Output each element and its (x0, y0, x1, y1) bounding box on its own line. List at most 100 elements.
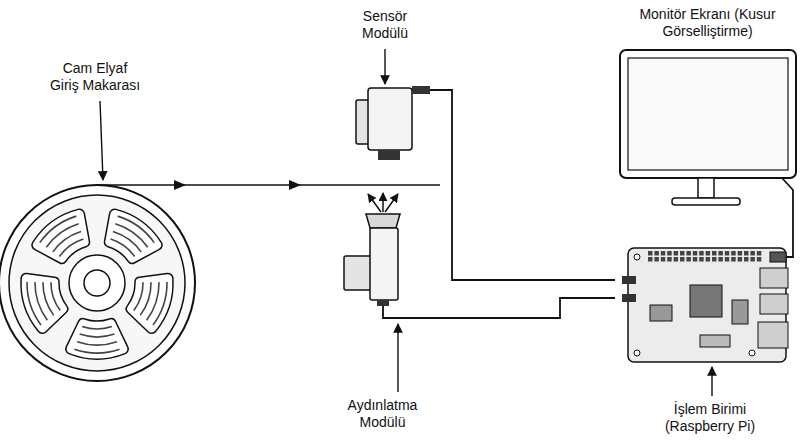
spool-window (21, 273, 68, 333)
monitor-cable (782, 178, 793, 216)
fiber-winding (27, 282, 41, 325)
spool-window (66, 319, 128, 359)
processing-unit: İşlem Birimi (Raspberry Pi) (615, 235, 805, 435)
leader-arrow (711, 367, 712, 396)
fiber-winding (140, 282, 151, 315)
fiber-winding (134, 282, 143, 310)
monitor-screen (628, 58, 788, 170)
fiber-direction (289, 180, 301, 190)
ethernet-port (758, 322, 788, 348)
monitor-frame (620, 50, 796, 178)
gpio-pin (699, 257, 704, 262)
gpio-pin (706, 257, 711, 262)
spool-window (32, 209, 89, 263)
gpio-pin (725, 251, 730, 256)
fiber-winding (74, 349, 119, 353)
gpio-pin (648, 257, 653, 262)
component-label: Sensör Modülü (354, 8, 416, 42)
camera-body (368, 88, 412, 150)
gpio-pin (654, 257, 659, 262)
gpio-pin (706, 251, 711, 256)
gpio-pin (667, 251, 672, 256)
led-light (344, 193, 430, 318)
gpio-pin (680, 251, 685, 256)
camera-lens (378, 150, 400, 160)
light-ray (382, 193, 384, 212)
gpio-pin (674, 251, 679, 256)
gpio-pin (718, 251, 723, 256)
pi-port (700, 335, 730, 347)
light-ray (368, 194, 381, 212)
fiber-winding (35, 282, 47, 320)
gpio-pin (731, 257, 736, 262)
gpio-pin (693, 257, 698, 262)
usb-port (760, 268, 788, 288)
hdmi-port (770, 252, 786, 262)
component-label: Cam Elyaf Giriş Makarası (49, 60, 142, 94)
gpio-header (648, 251, 761, 262)
raspberry-pi (622, 235, 793, 362)
component-label: Monitör Ekranı (Kusur Görselliştirme) (635, 6, 781, 40)
light-ray (385, 194, 398, 212)
hdmi-cable (786, 235, 793, 257)
gpio-pin (744, 257, 749, 262)
usb-port (760, 294, 788, 314)
gpio-pin (654, 251, 659, 256)
sensor-module: Sensör Modülü (340, 8, 430, 160)
spool-unit: Cam Elyaf Giriş Makarası (20, 60, 170, 385)
gpio-pin (661, 251, 666, 256)
spool-hole (84, 270, 110, 296)
gpio-pin (661, 257, 666, 262)
spool-rim (9, 195, 185, 371)
signal-cable (430, 298, 615, 318)
gpio-pin (750, 251, 755, 256)
pi-cpu (690, 285, 722, 317)
led-cable (383, 306, 430, 318)
signal-cable (792, 216, 794, 235)
spool-window (126, 273, 173, 333)
gpio-pin (725, 257, 730, 262)
gpio-pin (699, 251, 704, 256)
spool-hub (69, 255, 125, 311)
fiber-winding (77, 342, 117, 345)
fiber-winding (153, 282, 167, 325)
leader-arrow (384, 49, 385, 84)
led-lens (366, 214, 400, 228)
component-label: İşlem Birimi (Raspberry Pi) (658, 401, 762, 435)
gpio-pin (686, 251, 691, 256)
monitor-base (672, 198, 740, 205)
pi-chip (732, 300, 748, 324)
gpio-pin (686, 257, 691, 262)
led-plug (377, 300, 389, 306)
fiber-winding (43, 282, 54, 315)
cable-plug (622, 294, 636, 302)
component-label: Aydınlatma Modülü (341, 397, 425, 431)
spool-windows (21, 209, 173, 359)
fiber-winding (147, 282, 159, 320)
gpio-pin (738, 251, 743, 256)
monitor (620, 50, 796, 216)
fiber-winding (82, 327, 112, 329)
spool-window (105, 209, 162, 263)
fiber-winding (118, 216, 155, 243)
gpio-pin (648, 251, 653, 256)
mount-hole (634, 254, 640, 260)
fiber-direction (174, 180, 186, 190)
fiber-winding (40, 216, 77, 243)
gpio-pin (680, 257, 685, 262)
monitor-neck (698, 178, 714, 198)
glass-fiber (97, 180, 440, 190)
fiber-winding (51, 282, 60, 310)
mount-hole (749, 350, 755, 356)
gpio-pin (712, 257, 717, 262)
led-body (370, 228, 398, 300)
gpio-pin (693, 251, 698, 256)
pi-chip (650, 305, 672, 321)
spool-flange (0, 185, 195, 381)
fiber-winding (80, 334, 115, 337)
gpio-pin (712, 251, 717, 256)
camera-sensor (356, 86, 430, 160)
